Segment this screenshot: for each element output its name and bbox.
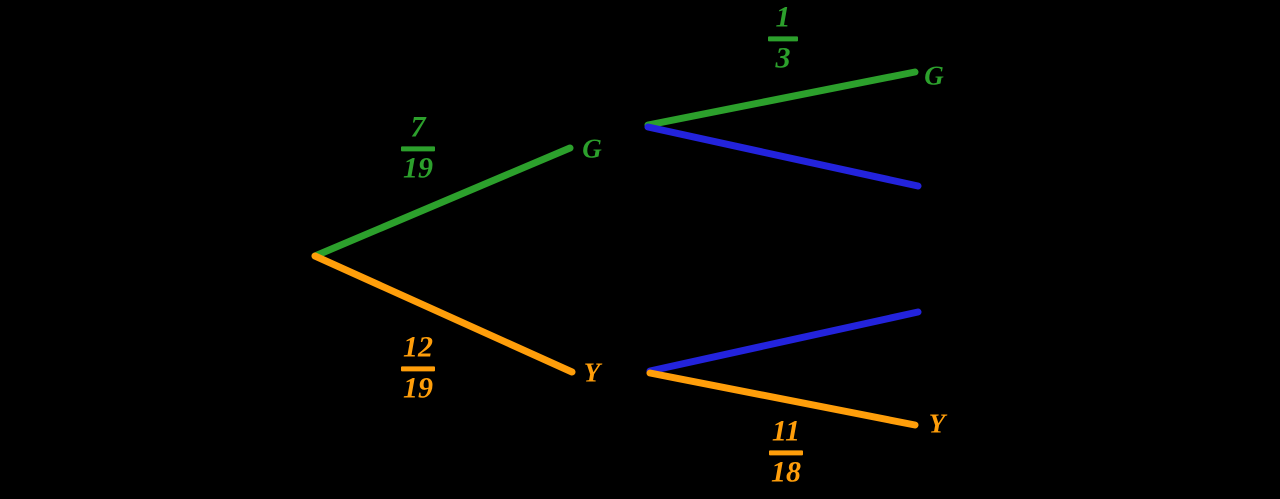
fraction-numerator: 7 [410, 110, 426, 144]
branch-bottom-blue [646, 308, 922, 375]
label-stage1-y: Y [583, 357, 601, 388]
fraction-bar [401, 366, 435, 371]
fraction-bar [401, 146, 435, 151]
fraction-numerator: 12 [403, 330, 433, 364]
branch-root-orange [311, 252, 576, 376]
fraction-denominator: 19 [403, 151, 433, 184]
fraction-denominator: 19 [403, 371, 433, 404]
label-stage2-y: Y [928, 408, 946, 439]
branch-root-green [311, 144, 574, 260]
label-stage2-g: G [924, 60, 944, 91]
branch-top-green [644, 68, 919, 129]
label-stage1-g: G [582, 133, 602, 164]
branch-top-blue [644, 123, 922, 190]
branch-bottom-orange [646, 369, 919, 429]
fraction-numerator: 1 [775, 0, 791, 34]
fraction-denominator: 3 [775, 41, 791, 74]
fraction-numerator: 11 [771, 414, 801, 448]
fraction-bar [768, 36, 798, 41]
fraction-denominator: 18 [771, 455, 801, 488]
fraction-bar [769, 450, 803, 455]
branches-group [311, 68, 922, 429]
